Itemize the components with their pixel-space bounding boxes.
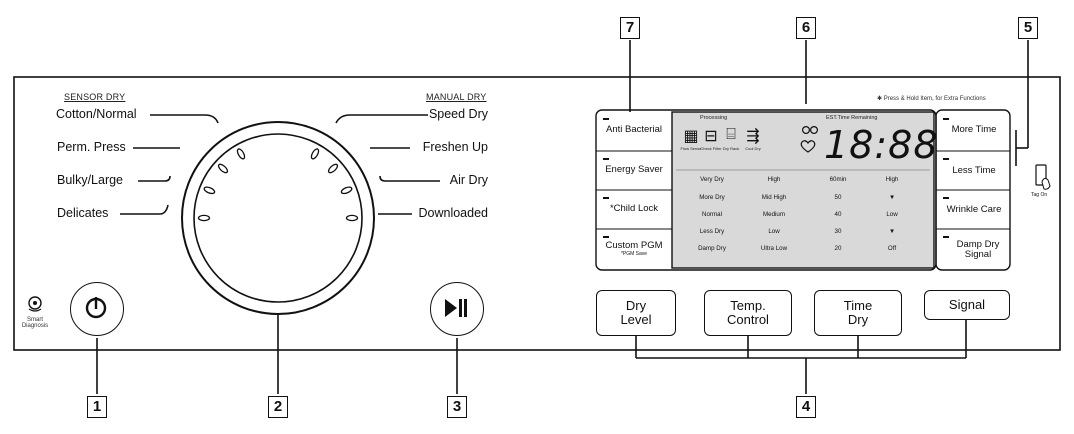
anti-bacterial-button[interactable]: Anti Bacterial xyxy=(606,124,662,135)
lcd-table-cell: 60min xyxy=(829,176,847,183)
cycle-selector-dial[interactable] xyxy=(182,122,374,314)
dial-indicator-light xyxy=(345,214,359,222)
smart-diagnosis-icon xyxy=(28,296,42,312)
energy-saver-button[interactable]: Energy Saver xyxy=(605,164,663,175)
processing-label: Processing xyxy=(700,115,728,121)
lcd-table-cell: High xyxy=(767,176,781,183)
lcd-table-cell: 20 xyxy=(834,245,842,252)
lcd-table-cell: 50 xyxy=(834,194,842,201)
lcd-icon-label: Cool Dry xyxy=(745,146,761,151)
lcd-table-cell: Low xyxy=(768,228,780,235)
lcd-icon-label: Dry Rack xyxy=(722,146,740,151)
dial-indicator-light xyxy=(217,163,229,174)
more-time-button[interactable]: More Time xyxy=(951,124,997,135)
cycle-delicates[interactable]: Delicates xyxy=(57,206,109,220)
dial-inner xyxy=(193,133,363,303)
play-pause-icon xyxy=(445,299,467,317)
cycle-bulky-large[interactable]: Bulky/Large xyxy=(57,173,124,187)
lcd-table-cell: Off xyxy=(887,245,897,252)
tag-on-label: Tag On xyxy=(1031,192,1048,198)
cool-dry-icon: ⇶ xyxy=(746,128,760,145)
dial-indicator-light xyxy=(340,186,353,195)
lcd-table-cell: Medium xyxy=(762,211,785,218)
child-lock-button[interactable]: *Child Lock xyxy=(609,203,659,214)
leader-air xyxy=(379,175,440,182)
callout-4: 4 xyxy=(796,396,816,418)
cycle-freshen-up[interactable]: Freshen Up xyxy=(422,140,488,154)
callout-3: 3 xyxy=(447,396,467,418)
lcd-table-cell: Low xyxy=(886,211,898,218)
time-digits: 18:88 xyxy=(824,123,939,167)
leader-cotton xyxy=(150,114,219,124)
leader-speed xyxy=(335,114,428,124)
dial-indicator-light xyxy=(327,163,339,174)
power-icon xyxy=(85,297,107,319)
lcd-table-cell: 30 xyxy=(834,228,842,235)
panel-border xyxy=(13,76,1061,351)
lcd-table-cell: High xyxy=(885,176,899,183)
flow-sense-icon: ▦ xyxy=(683,128,699,145)
lcd-table-cell: More Dry xyxy=(699,194,725,201)
cycle-speed-dry[interactable]: Speed Dry xyxy=(428,107,488,121)
lcd-screen xyxy=(671,111,935,269)
manual-dry-header: MANUAL DRY xyxy=(426,92,487,102)
lcd-table-cell: Less Dry xyxy=(699,228,725,235)
callout-1: 1 xyxy=(87,396,107,418)
callout-2: 2 xyxy=(268,396,288,418)
heart-icon xyxy=(800,140,816,153)
wifi-link-icon xyxy=(801,125,810,134)
sensor-dry-header: SENSOR DRY xyxy=(64,92,126,102)
lcd-icon-label: Check Filter xyxy=(700,146,722,151)
dial-indicator-light xyxy=(236,148,246,160)
dial-indicator-light xyxy=(310,148,320,160)
lcd-table-cell: Damp Dry xyxy=(698,245,726,252)
lcd-table-cell: ▼ xyxy=(888,194,896,201)
less-time-button[interactable]: Less Time xyxy=(952,165,996,176)
cycle-cotton-normal[interactable]: Cotton/Normal xyxy=(56,107,137,121)
lcd-table-cell: Ultra Low xyxy=(760,245,788,252)
lcd-icon-label: Flow Sense xyxy=(680,146,702,151)
temp-control-button[interactable]: Temp.Control xyxy=(704,290,792,336)
lcd-table-cell: Mid High xyxy=(761,194,787,201)
lcd-table-cell: Normal xyxy=(702,211,722,218)
leader-bulky xyxy=(138,175,171,182)
time-remaining-label: EST.Time Remaining xyxy=(826,115,878,121)
dial-indicators xyxy=(197,148,359,222)
leader-delicates xyxy=(120,204,169,215)
smart-diagnosis-label: Smart Diagnosis xyxy=(21,317,49,329)
callout-5: 5 xyxy=(1018,17,1038,39)
cycle-air-dry[interactable]: Air Dry xyxy=(449,173,488,187)
power-button[interactable] xyxy=(70,282,124,336)
dial-indicator-light xyxy=(203,186,216,195)
check-filter-icon: ⊟ xyxy=(704,128,718,145)
wrinkle-care-button[interactable]: Wrinkle Care xyxy=(946,204,1002,215)
extra-functions-note: ✱ Press & Hold Item, for Extra Functions xyxy=(877,96,986,102)
tag-on-phone-icon xyxy=(1035,164,1047,186)
lcd-table-cell: ▼ xyxy=(888,228,896,235)
callout-7: 7 xyxy=(620,17,640,39)
callout-6: 6 xyxy=(796,17,816,39)
damp-dry-signal-button[interactable]: Damp Dry Signal xyxy=(956,239,1000,260)
start-pause-button[interactable] xyxy=(430,282,484,336)
lcd-table-cell: 40 xyxy=(834,211,842,218)
lcd-table-cell: Very Dry xyxy=(700,176,724,183)
custom-pgm-button[interactable]: Custom PGM*PGM Save xyxy=(605,240,663,258)
cycle-perm-press[interactable]: Perm. Press xyxy=(57,140,126,154)
dial-indicator-light xyxy=(197,214,211,222)
signal-button[interactable]: Signal xyxy=(924,290,1010,320)
dry-rack-icon: ⌸ xyxy=(726,126,736,143)
smart-diagnosis: Smart Diagnosis xyxy=(21,296,49,329)
cycle-downloaded[interactable]: Downloaded xyxy=(418,206,489,220)
